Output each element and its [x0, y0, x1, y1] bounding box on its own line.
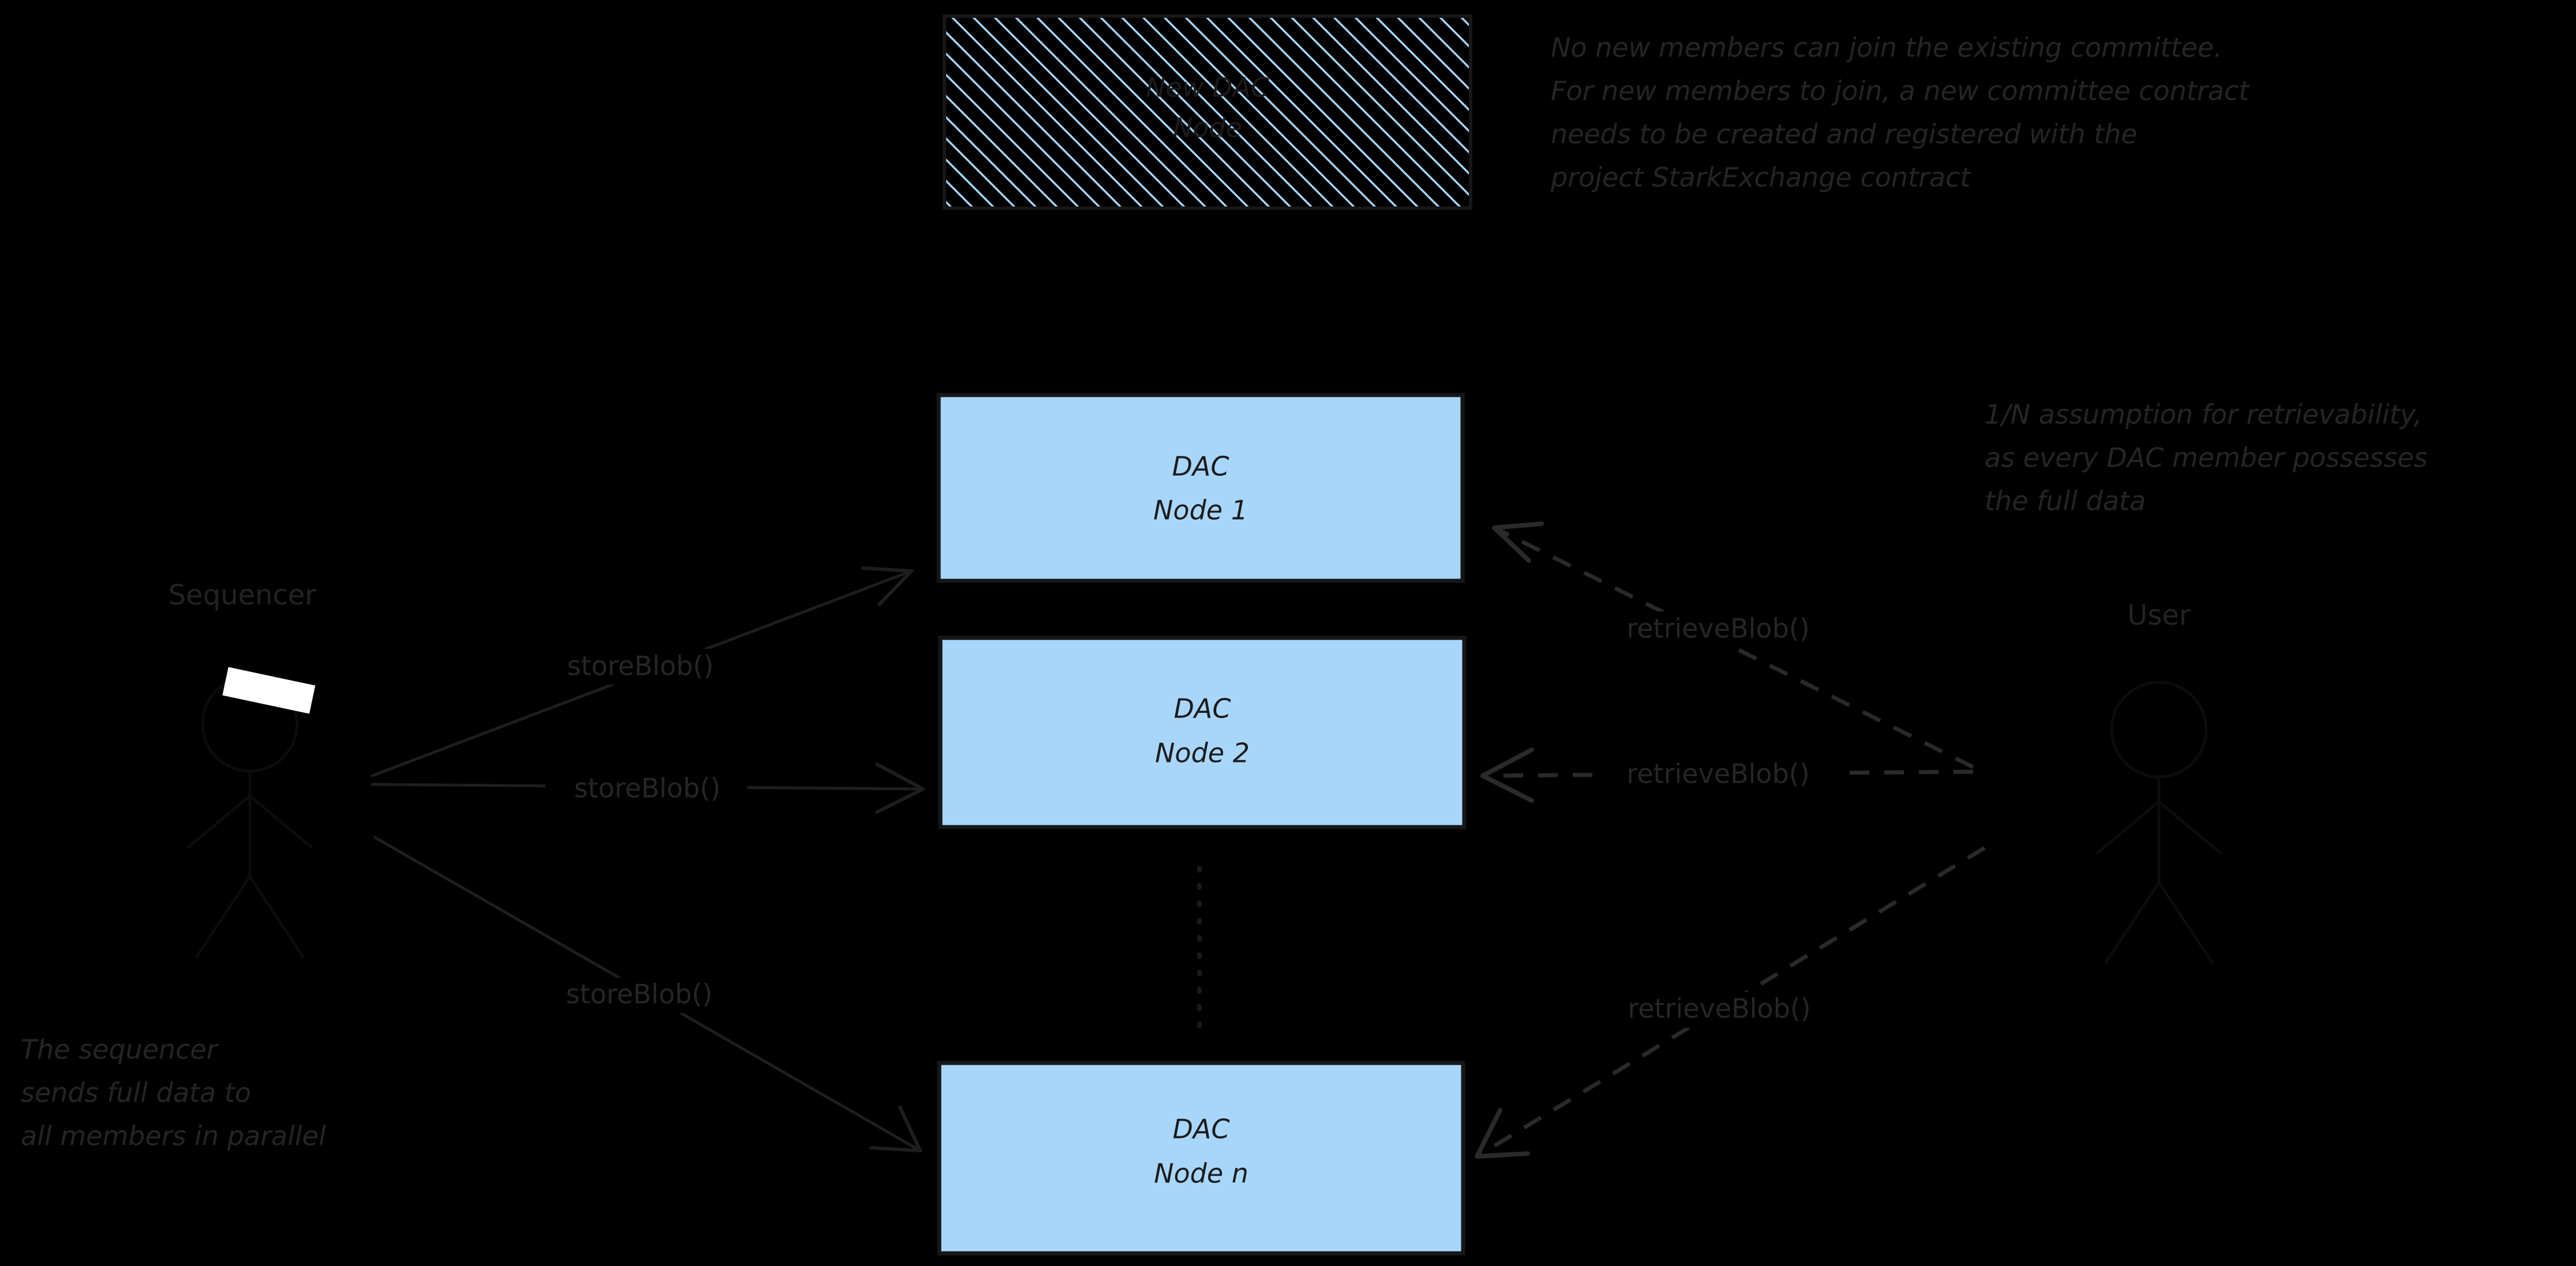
edge-retrieve-blob-node-n: retrieveBlob() — [1475, 846, 1986, 1159]
sequencer-note-annotation: The sequencer sends full data to all mem… — [21, 1034, 326, 1152]
store-blob-2-arrowhead — [875, 762, 925, 814]
retrieve-blob-n-line — [1476, 846, 1986, 1158]
retrieve-blob-2-label: retrieveBlob() — [1626, 758, 1809, 790]
retrievability-note-line-1: 1/N assumption for retrievability, — [1985, 399, 2422, 430]
retrievability-note-annotation: 1/N assumption for retrievability, as ev… — [1985, 399, 2428, 517]
retrieve-blob-n-label-bg — [1598, 992, 1840, 1028]
retrieve-blob-1-label-bg — [1598, 611, 1835, 647]
store-blob-n-label-bg — [537, 978, 733, 1013]
store-blob-1-label-bg — [537, 649, 733, 685]
dac-node-n-label-line2: Node n — [1154, 1158, 1248, 1189]
dac-node-2-rect — [938, 636, 1467, 829]
new-dac-node-label-line1: New DAC — [1146, 72, 1269, 103]
edge-retrieve-blob-node-2: retrieveBlob() — [1480, 747, 1974, 803]
edge-store-blob-node-n: storeBlob() — [373, 836, 922, 1152]
store-blob-2-label: storeBlob() — [574, 773, 721, 804]
sequencer-actor[interactable]: Sequencer — [168, 579, 317, 959]
user-actor[interactable]: User — [2095, 599, 2222, 964]
sequencer-note-line-2: sends full data to — [21, 1077, 251, 1109]
new-dac-node-label-line2: Node — [1173, 112, 1242, 144]
retrieve-blob-n-arrowhead — [1475, 1108, 1530, 1159]
committee-note-line-4: project StarkExchange contract — [1550, 162, 1971, 193]
retrievability-note-line-3: the full data — [1985, 486, 2146, 517]
edge-retrieve-blob-node-1: retrieveBlob() — [1492, 521, 1974, 769]
store-blob-1-label: storeBlob() — [567, 651, 714, 682]
retrieve-blob-n-label: retrieveBlob() — [1628, 993, 1810, 1024]
store-blob-n-arrowhead — [869, 1106, 922, 1152]
dac-node-n-label-line1: DAC — [1172, 1114, 1229, 1145]
committee-note-line-2: For new members to join, a new committee… — [1551, 76, 2250, 107]
sequencer-note-line-1: The sequencer — [21, 1034, 219, 1065]
store-blob-1-arrowhead — [861, 566, 913, 606]
retrieve-blob-2-arrowhead — [1480, 747, 1534, 803]
committee-note-line-3: needs to be created and registered with … — [1551, 119, 2138, 150]
retrieve-blob-2-label-bg — [1595, 757, 1838, 793]
dac-node-1[interactable]: DAC Node 1 — [936, 393, 1465, 583]
dac-node-n-rect — [937, 1061, 1465, 1256]
dac-node-1-label-line1: DAC — [1172, 451, 1229, 482]
new-dac-node-box: New DAC Node — [943, 14, 1472, 210]
dac-node-1-label-line2: Node 1 — [1153, 495, 1248, 526]
dac-node-1-rect — [936, 393, 1465, 583]
edge-store-blob-node-1: storeBlob() — [370, 566, 913, 777]
dac-node-2-label-line2: Node 2 — [1155, 738, 1250, 769]
sequencer-note-line-3: all members in parallel — [21, 1121, 326, 1152]
sequencer-white-card — [222, 667, 316, 714]
retrieve-blob-1-line — [1493, 525, 1974, 769]
dac-node-n[interactable]: DAC Node n — [937, 1061, 1465, 1256]
new-dac-node-rect — [943, 14, 1472, 210]
sequencer-person-icon — [186, 675, 313, 959]
sequencer-label: Sequencer — [168, 579, 317, 611]
edge-store-blob-node-2: storeBlob() — [370, 762, 925, 814]
retrieve-blob-1-label: retrieveBlob() — [1626, 613, 1809, 644]
store-blob-2-label-bg — [545, 772, 747, 807]
dac-node-2-label-line1: DAC — [1173, 693, 1231, 724]
store-blob-n-label: storeBlob() — [566, 979, 713, 1010]
user-label: User — [2127, 599, 2191, 632]
committee-note-annotation: No new members can join the existing com… — [1550, 32, 2250, 193]
committee-note-line-1: No new members can join the existing com… — [1551, 32, 2222, 63]
retrieve-blob-1-arrowhead — [1492, 521, 1544, 563]
user-person-icon — [2095, 681, 2222, 964]
dac-node-2[interactable]: DAC Node 2 — [938, 636, 1467, 829]
retrievability-note-line-2: as every DAC member possesses — [1985, 442, 2428, 474]
